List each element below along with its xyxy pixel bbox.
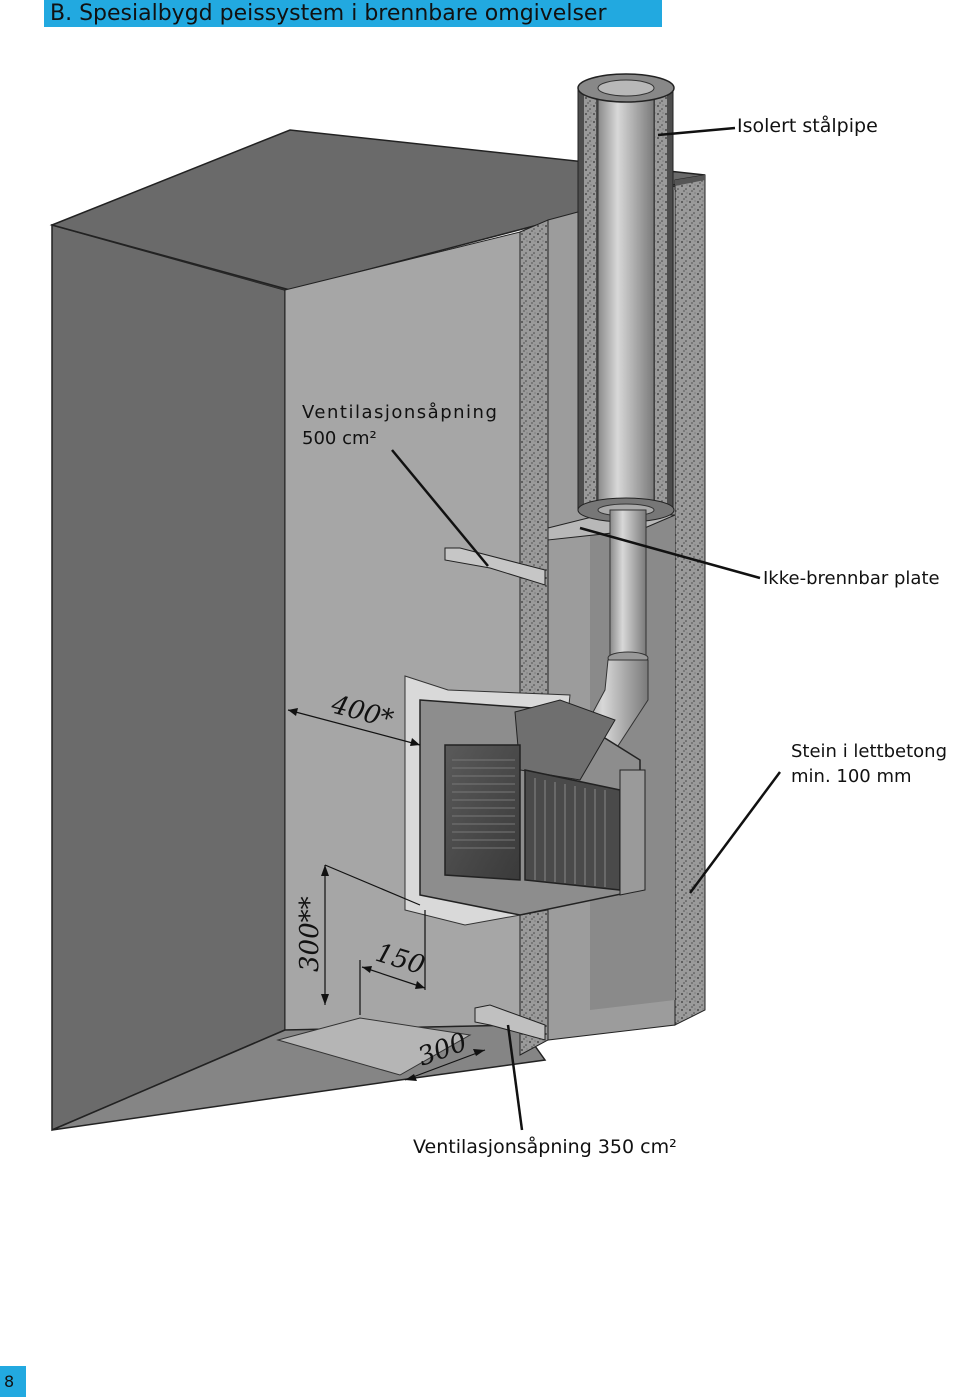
leader-plate xyxy=(579,526,761,580)
label-vent-top-2: 500 cm² xyxy=(302,428,377,449)
dim-height: 300** xyxy=(295,896,325,972)
concrete-column-right xyxy=(674,174,706,1026)
title-bar xyxy=(44,0,662,27)
page-number: 8 xyxy=(4,1372,15,1391)
floor-plate xyxy=(276,1017,472,1076)
glass-door xyxy=(444,744,521,881)
vent-opening-top xyxy=(444,547,546,586)
leader-vent-top xyxy=(391,449,489,567)
label-vent-top-1: Ventilasjonsåpning xyxy=(302,402,498,423)
vent-opening-bottom xyxy=(474,1004,546,1041)
side-glass xyxy=(524,769,621,891)
flue-pipe xyxy=(609,509,647,661)
concrete-column-left xyxy=(519,219,549,1056)
pipe-inner xyxy=(597,89,655,511)
label-stone-1: Stein i lettbetong xyxy=(791,741,947,762)
leader-vent-bottom xyxy=(506,1024,524,1131)
label-pipe: Isolert stålpipe xyxy=(737,114,878,137)
label-plate: Ikke-brennbar plate xyxy=(763,568,940,589)
leader-pipe xyxy=(657,126,736,137)
left-wall xyxy=(51,224,286,1132)
page-number-tab xyxy=(0,1366,26,1397)
dim-400-line xyxy=(287,709,421,746)
label-stone-2: min. 100 mm xyxy=(791,766,912,787)
label-vent-bottom: Ventilasjonsåpning 350 cm² xyxy=(413,1135,677,1158)
leader-stone xyxy=(688,771,782,894)
page-title: B. Spesialbygd peissystem i brennbare om… xyxy=(50,1,607,26)
